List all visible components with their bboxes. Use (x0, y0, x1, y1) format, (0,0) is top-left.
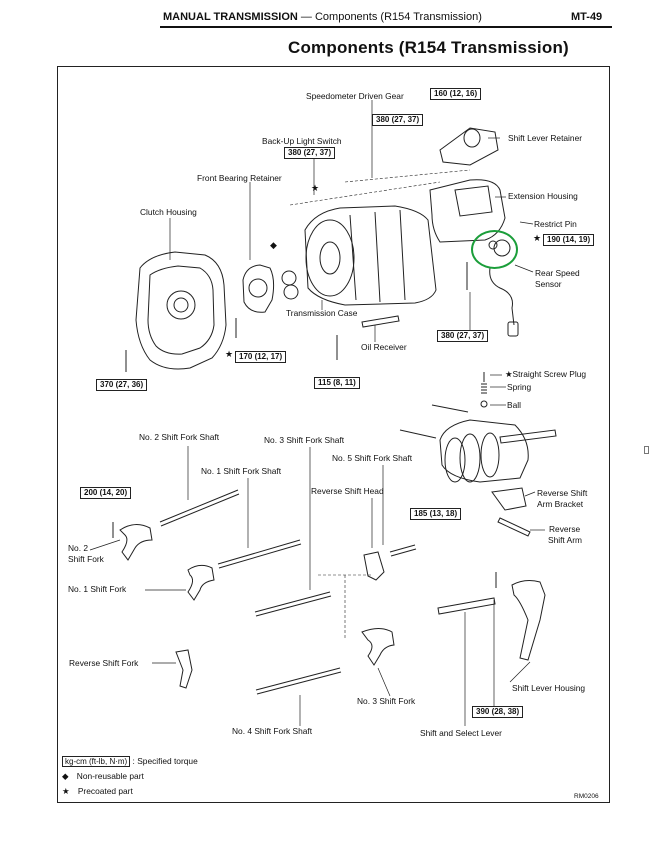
label-ball: Ball (507, 400, 521, 410)
torque-box-390: 390 (28, 38) (472, 706, 524, 718)
torque-box-380-b: 380 (27, 37) (284, 147, 336, 159)
no1-shift-fork-shape (187, 564, 215, 601)
legend-unit-desc: : Specified torque (132, 756, 198, 766)
section-name: MANUAL TRANSMISSION (163, 11, 298, 23)
header-separator: — (297, 11, 315, 23)
label-shift-lever-retainer: Shift Lever Retainer (508, 133, 583, 143)
label-clutch-housing: Clutch Housing (140, 207, 197, 217)
no2-shift-fork-shaft (159, 489, 240, 527)
label-no2-shift-fork-shaft: No. 2 Shift Fork Shaft (139, 432, 220, 442)
legend-diamond-row: ◆ Non-reusable part (62, 771, 144, 781)
label-reverse-shift-arm-line2: Shift Arm (548, 535, 582, 545)
label-transmission-case: Transmission Case (286, 308, 358, 318)
label-no3-shift-fork: No. 3 Shift Fork (357, 696, 416, 706)
label-no3-shift-fork-shaft: No. 3 Shift Fork Shaft (264, 435, 345, 445)
label-reverse-shift-head: Reverse Shift Head (311, 486, 384, 496)
legend-star-row: ★ Precoated part (62, 786, 133, 796)
legend-unit-box: kg-cm (ft-lb, N·m) (62, 756, 131, 767)
diamond-symbol: ◆ (62, 771, 69, 781)
torque-box-185: 185 (13, 18) (410, 508, 462, 520)
label-no1-shift-fork: No. 1 Shift Fork (68, 584, 127, 594)
label-speedometer-driven-gear: Speedometer Driven Gear (306, 91, 404, 101)
no3-shift-fork-shape (361, 628, 395, 666)
section-header: MANUAL TRANSMISSION — Components (R154 T… (163, 11, 482, 23)
figure-code: RM0206 (574, 793, 599, 800)
diagram-frame (57, 66, 610, 803)
label-spring: Spring (507, 382, 532, 392)
torque-box-160: 160 (12, 16) (430, 88, 482, 100)
torque-box-370: 370 (27, 36) (96, 379, 148, 391)
label-reverse-shift-arm-bracket-line2: Arm Bracket (537, 499, 584, 509)
star-symbol: ★ (505, 369, 513, 379)
star-marker-torque-170: ★ (225, 349, 234, 359)
label-reverse-shift-arm-line1: Reverse (549, 524, 581, 534)
no2-shift-fork-shape (119, 524, 153, 561)
reverse-shift-arm-shape (497, 517, 531, 537)
star-marker-restrict-pin: ★ (533, 233, 542, 243)
torque-box-115: 115 (8, 11) (314, 377, 360, 389)
no3-shift-fork-shaft (254, 591, 332, 617)
reverse-shift-head-shape (363, 551, 385, 581)
header-rule (160, 26, 612, 28)
clutch-housing-shape (135, 251, 227, 370)
label-rear-speed-sensor-line2: Sensor (535, 279, 562, 289)
legend-star-desc: Precoated part (77, 786, 133, 796)
label-shift-and-select-lever: Shift and Select Lever (420, 728, 502, 738)
page-number: MT-49 (571, 11, 603, 23)
label-no2-shift-fork-line1: No. 2 (68, 543, 89, 553)
label-extension-housing: Extension Housing (508, 191, 578, 201)
label-no2-shift-fork-line2: Shift Fork (68, 554, 104, 564)
shift-lever-retainer-shape (439, 127, 499, 166)
label-backup-light-switch: Back-Up Light Switch (262, 136, 342, 146)
label-straight-screw-plug: ★Straight Screw Plug (505, 369, 587, 379)
no1-shift-fork-shaft (217, 539, 302, 569)
gear-cluster-shape (439, 419, 529, 483)
no5-shift-fork-shaft (389, 544, 417, 557)
scroll-marker (644, 446, 649, 454)
label-reverse-shift-arm-bracket-line1: Reverse Shift (537, 488, 588, 498)
no4-shift-fork-shaft (255, 667, 342, 695)
reverse-shift-arm-bracket-shape (491, 487, 527, 511)
label-front-bearing-retainer: Front Bearing Retainer (197, 173, 282, 183)
shift-and-select-lever-shape (437, 597, 496, 615)
diamond-marker-front-bearing: ◆ (270, 240, 277, 250)
transmission-case-shape (304, 205, 437, 306)
star-symbol-legend: ★ (62, 786, 70, 796)
legend-diamond-desc: Non-reusable part (76, 771, 144, 781)
legend-torque-row: kg-cm (ft-lb, N·m) : Specified torque (62, 756, 198, 767)
label-reverse-shift-fork: Reverse Shift Fork (69, 658, 139, 668)
star-marker-backup-light-switch: ★ (311, 183, 320, 193)
front-bearing-retainer-shape (242, 264, 275, 313)
label-no1-shift-fork-shaft: No. 1 Shift Fork Shaft (201, 466, 282, 476)
reverse-shift-fork-shape (175, 649, 193, 689)
highlight-circle (471, 230, 518, 269)
shift-lever-housing-shape (511, 580, 546, 661)
rear-speed-sensor-wire (489, 267, 515, 326)
torque-box-200: 200 (14, 20) (80, 487, 132, 499)
torque-box-170: 170 (12, 17) (235, 351, 287, 363)
torque-box-190: 190 (14, 19) (543, 234, 595, 246)
label-restrict-pin: Restrict Pin (534, 219, 577, 229)
torque-box-380-a: 380 (27, 37) (372, 114, 424, 126)
header-subtitle: Components (R154 Transmission) (314, 11, 482, 23)
label-oil-receiver: Oil Receiver (361, 342, 407, 352)
torque-box-380-c: 380 (27, 37) (437, 330, 489, 342)
label-rear-speed-sensor-line1: Rear Speed (535, 268, 580, 278)
label-no4-shift-fork-shaft: No. 4 Shift Fork Shaft (232, 726, 313, 736)
label-no5-shift-fork-shaft: No. 5 Shift Fork Shaft (332, 453, 413, 463)
page-title: Components (R154 Transmission) (288, 38, 569, 57)
label-shift-lever-housing: Shift Lever Housing (512, 683, 586, 693)
